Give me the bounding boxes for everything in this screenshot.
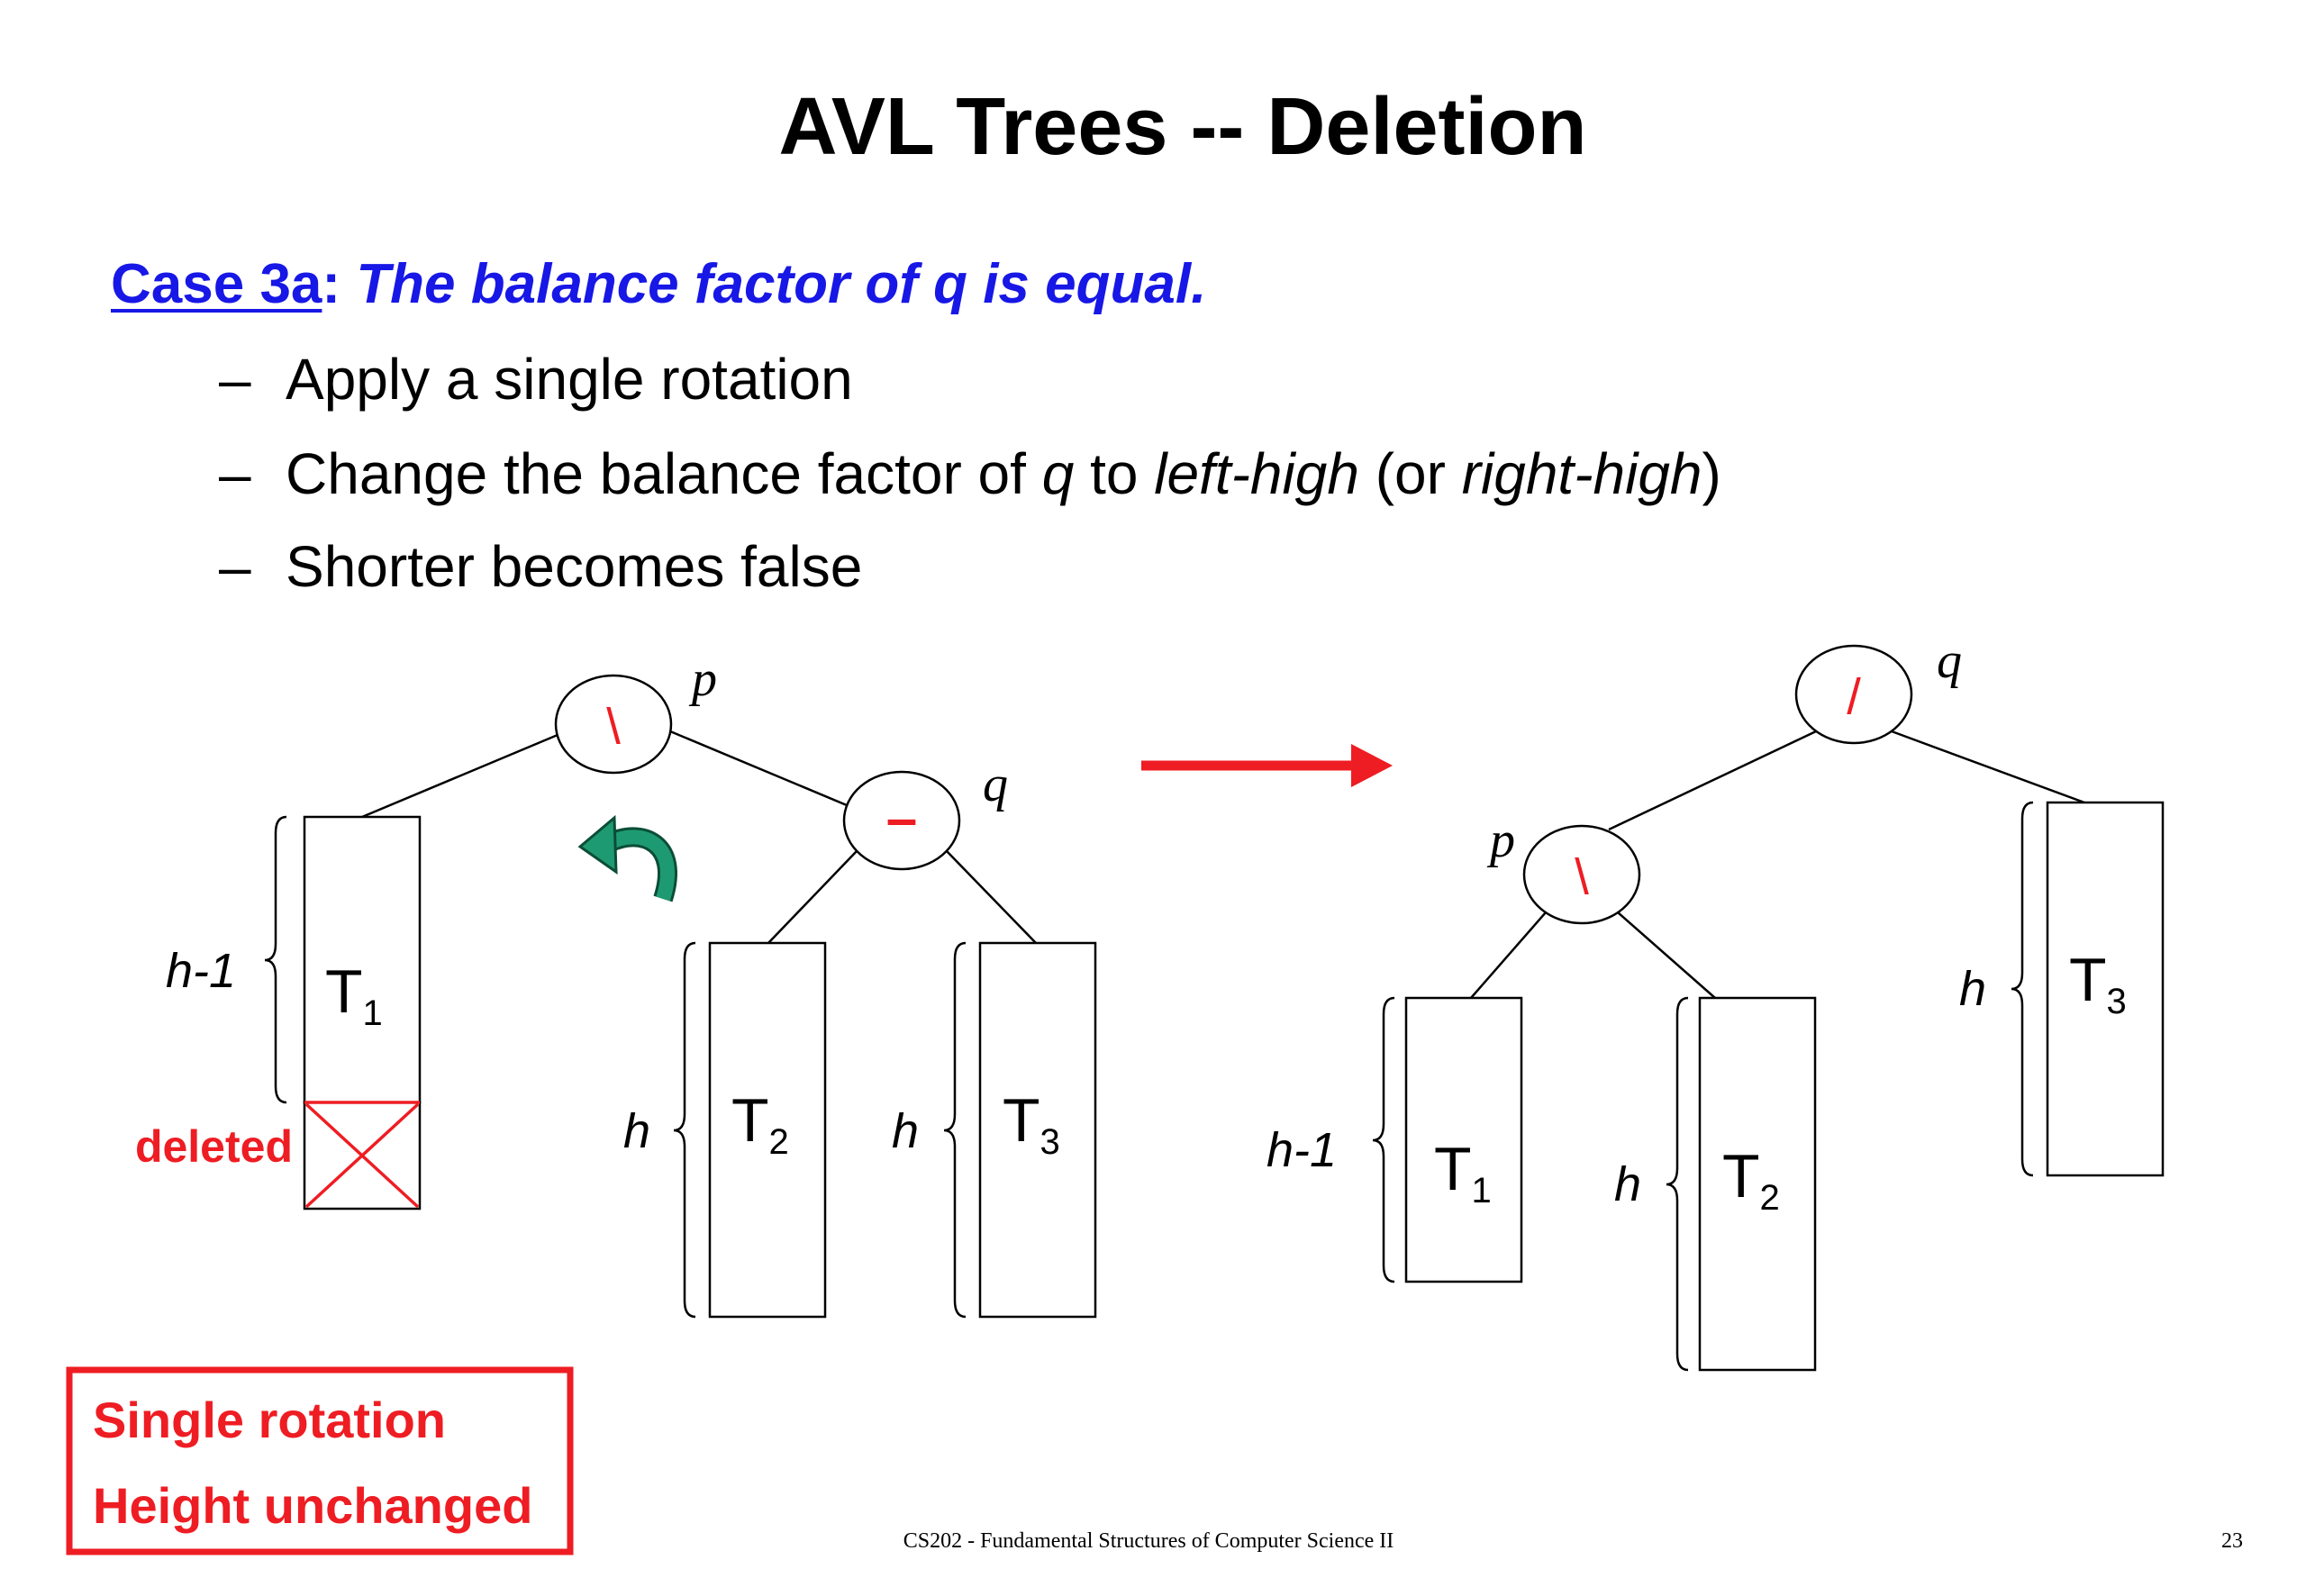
node-p: \ p bbox=[1486, 812, 1641, 925]
subtree-t1: T1 h-1 bbox=[1266, 996, 1523, 1283]
node-circle bbox=[554, 674, 673, 775]
subtree-t2: T2 h bbox=[1614, 996, 1817, 1372]
height-label: h-1 bbox=[166, 944, 236, 998]
subtree-box bbox=[2046, 801, 2165, 1177]
height-label: h bbox=[1959, 962, 1986, 1016]
height-brace bbox=[1666, 996, 1689, 1372]
bullet-text: ) bbox=[1702, 441, 1721, 506]
edge-p-t1 bbox=[1470, 911, 1547, 999]
node-q: / q bbox=[1794, 633, 1962, 745]
callout-line: Single rotation bbox=[93, 1392, 446, 1448]
node-label: p bbox=[688, 651, 717, 707]
summary-callout: Single rotation Height unchanged bbox=[66, 1366, 574, 1555]
height-brace bbox=[673, 941, 696, 1319]
bullet-item: –Change the balance factor of q to left-… bbox=[219, 445, 1721, 503]
callout-line: Height unchanged bbox=[93, 1477, 532, 1534]
node-p: \ p bbox=[554, 651, 717, 775]
rotation-arrow-icon bbox=[577, 814, 677, 902]
tree-before-rotation: \ p – q T1 h-1 deleted bbox=[135, 651, 1097, 1319]
subtree-label: T1 bbox=[325, 957, 383, 1033]
height-brace bbox=[264, 815, 287, 1104]
slide-title: AVL Trees -- Deletion bbox=[778, 82, 1587, 172]
node-circle bbox=[1794, 644, 1913, 745]
balance-factor: – bbox=[886, 788, 917, 850]
height-brace bbox=[1372, 996, 1395, 1283]
bullet-text: Shorter becomes false bbox=[286, 534, 863, 599]
footer-course: CS202 - Fundamental Structures of Comput… bbox=[903, 1529, 1394, 1553]
edge-p-q bbox=[669, 730, 848, 807]
balance-factor: \ bbox=[1575, 848, 1589, 905]
case-separator: : bbox=[322, 253, 341, 315]
bullet-dash: – bbox=[219, 347, 251, 412]
case-label: Case 3a bbox=[111, 253, 322, 315]
subtree-box bbox=[708, 941, 827, 1319]
node-q: – q bbox=[842, 757, 1008, 871]
node-circle bbox=[842, 770, 961, 871]
right-arrow-icon bbox=[1141, 744, 1393, 787]
balance-factor: \ bbox=[606, 698, 621, 755]
height-brace bbox=[943, 941, 967, 1319]
bullet-text-emphasis: q bbox=[1041, 441, 1075, 506]
bullet-text-emphasis: right-high bbox=[1461, 441, 1702, 506]
edge-q-t2 bbox=[767, 850, 858, 944]
subtree-label: T3 bbox=[1003, 1086, 1060, 1162]
edge-q-t3 bbox=[1891, 730, 2085, 804]
subtree-label: T2 bbox=[731, 1086, 789, 1162]
bullet-text: (or bbox=[1358, 441, 1462, 506]
edge-p-t2 bbox=[1617, 911, 1716, 999]
subtree-t1: T1 h-1 deleted bbox=[135, 815, 422, 1211]
subtree-box bbox=[303, 815, 422, 1104]
subtree-label: T3 bbox=[2069, 946, 2127, 1021]
subtree-label: T1 bbox=[1434, 1135, 1492, 1211]
bullet-text: Apply a single rotation bbox=[286, 347, 853, 412]
bullet-item: –Apply a single rotation bbox=[219, 350, 853, 408]
deleted-label: deleted bbox=[135, 1121, 293, 1172]
height-label: h-1 bbox=[1266, 1123, 1337, 1177]
subtree-t2: T2 h bbox=[623, 941, 827, 1319]
node-circle bbox=[1522, 824, 1641, 925]
callout-border bbox=[66, 1366, 574, 1555]
subtree-box bbox=[1698, 996, 1817, 1372]
node-label: q bbox=[983, 757, 1008, 812]
deleted-cross-line bbox=[304, 1102, 420, 1209]
height-label: h bbox=[1614, 1157, 1641, 1211]
subtree-t3: T3 h bbox=[892, 941, 1097, 1319]
case-description: The balance factor of q is equal. bbox=[356, 253, 1207, 315]
bullet-text: Change the balance factor of bbox=[286, 441, 1042, 506]
edge-q-p bbox=[1608, 730, 1817, 831]
balance-factor: / bbox=[1847, 668, 1861, 725]
bullet-item: –Shorter becomes false bbox=[219, 538, 862, 595]
edge-p-t1 bbox=[361, 733, 558, 819]
subtree-box bbox=[978, 941, 1097, 1319]
node-label: q bbox=[1937, 633, 1962, 689]
bullet-dash: – bbox=[219, 441, 251, 506]
height-brace bbox=[2011, 801, 2034, 1177]
subtree-t3: T3 h bbox=[1959, 801, 2165, 1177]
bullet-text: to bbox=[1074, 441, 1155, 506]
page-number: 23 bbox=[2221, 1529, 2243, 1553]
tree-after-rotation: / q \ p T1 h-1 T2 h T3 bbox=[1266, 633, 2165, 1372]
case-heading: Case 3a: The balance factor of q is equa… bbox=[111, 257, 1206, 313]
subtree-box bbox=[1404, 996, 1523, 1283]
bullet-dash: – bbox=[219, 534, 251, 599]
height-label: h bbox=[892, 1104, 919, 1158]
subtree-label: T2 bbox=[1722, 1142, 1780, 1218]
bullet-text-emphasis: left-high bbox=[1154, 441, 1359, 506]
node-label: p bbox=[1486, 812, 1515, 868]
height-label: h bbox=[623, 1104, 650, 1158]
edge-q-t3 bbox=[946, 850, 1037, 944]
